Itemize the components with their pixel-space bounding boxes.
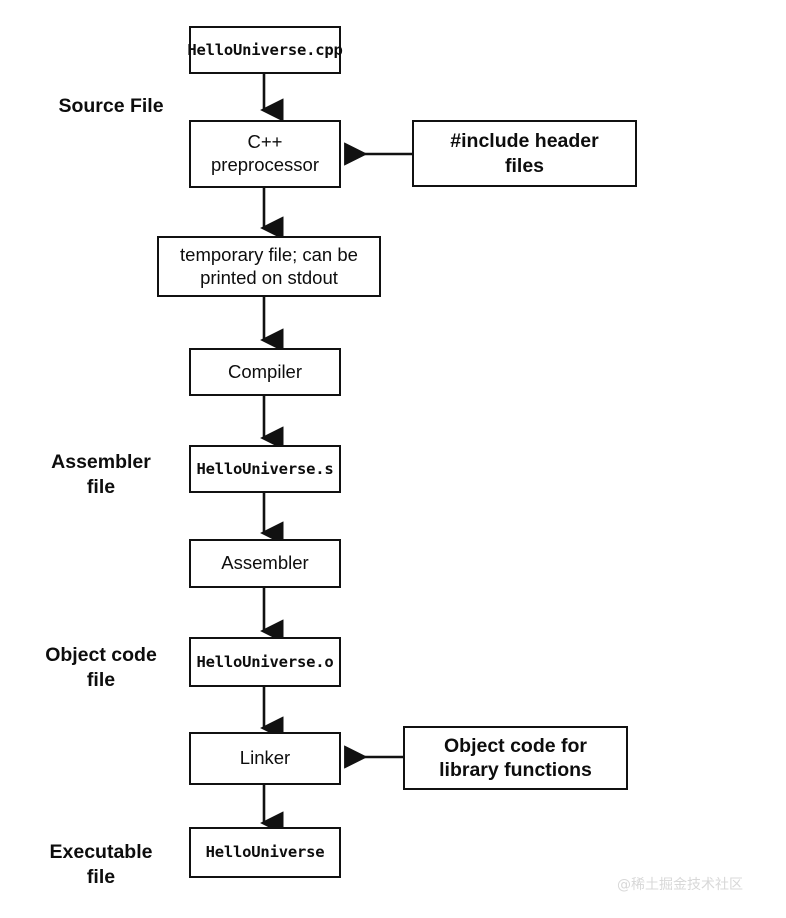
- node-cpp-preprocessor[interactable]: C++ preprocessor: [189, 120, 341, 188]
- node-assembler[interactable]: Assembler: [189, 539, 341, 588]
- stage-label-object-code-file: Object code file: [45, 644, 157, 691]
- node-compiler-label: Compiler: [227, 360, 303, 382]
- node-linker-label: Linker: [239, 747, 291, 769]
- node-object-code-library[interactable]: Object code for library functions: [403, 726, 628, 790]
- node-hellouniverse-label: HelloUniverse: [205, 843, 325, 862]
- node-hellouniverse[interactable]: HelloUniverse: [189, 827, 341, 878]
- node-hellouniverse-o-label: HelloUniverse.o: [196, 652, 334, 671]
- node-cpp-preprocessor-label: C++ preprocessor: [211, 131, 319, 175]
- node-temporary-file[interactable]: temporary file; can be printed on stdout: [157, 236, 381, 297]
- stage-label-executable-file: Executable file: [49, 841, 153, 888]
- stage-label-source-file: Source File: [58, 95, 164, 117]
- node-object-code-library-label: Object code for library functions: [439, 734, 592, 781]
- node-compiler[interactable]: Compiler: [189, 348, 341, 396]
- node-assembler-label: Assembler: [221, 552, 309, 574]
- node-hellouniverse-o[interactable]: HelloUniverse.o: [189, 637, 341, 687]
- node-include-header-files-label: #include header files: [450, 130, 599, 177]
- node-linker[interactable]: Linker: [189, 732, 341, 785]
- node-hellouniverse-s[interactable]: HelloUniverse.s: [189, 445, 341, 493]
- node-include-header-files[interactable]: #include header files: [412, 120, 637, 187]
- node-hellouniverse-s-label: HelloUniverse.s: [196, 459, 334, 478]
- node-temporary-file-label: temporary file; can be printed on stdout: [180, 243, 358, 288]
- stage-label-assembler-file: Assembler file: [51, 451, 151, 498]
- watermark-text: @稀土掘金技术社区: [617, 877, 743, 893]
- node-hellouniverse-cpp-label: HelloUniverse.cpp: [187, 40, 343, 59]
- node-hellouniverse-cpp[interactable]: HelloUniverse.cpp: [187, 26, 343, 74]
